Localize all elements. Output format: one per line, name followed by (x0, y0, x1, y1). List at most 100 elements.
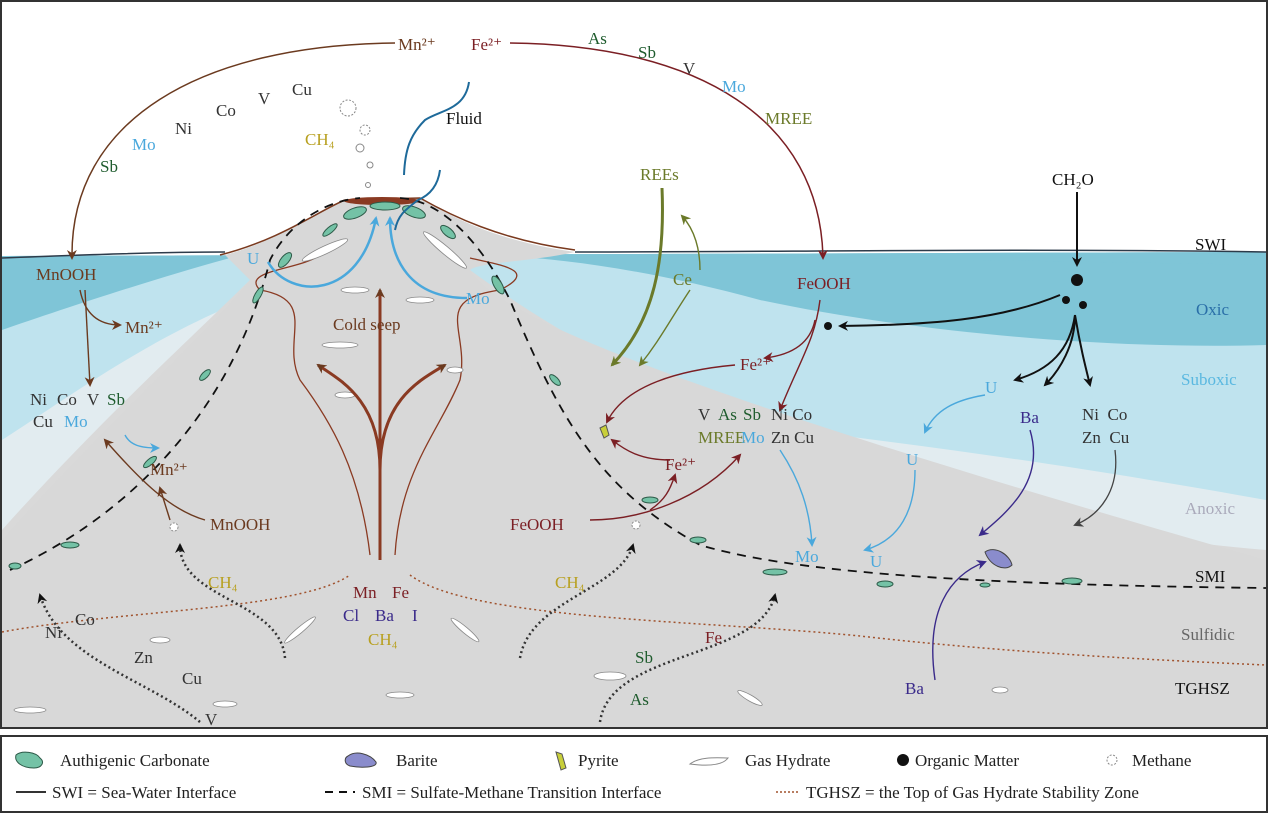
label-ni: Ni (175, 119, 192, 138)
element-label: Co (57, 390, 77, 409)
element-label: Fe (705, 628, 722, 647)
element-label: Zn Cu (771, 428, 814, 447)
legend-pyrite-icon (555, 751, 567, 771)
label-sb: Sb (100, 157, 118, 176)
element-label: FeOOH (510, 515, 564, 534)
legend-methane-icon (1106, 754, 1118, 766)
mn-arc-arrow (66, 42, 396, 260)
zone-smi: SMI (1195, 567, 1226, 586)
gas-hydrate-lenses (13, 231, 1009, 714)
seep-mound (2, 198, 1266, 727)
element-label: MnOOH (210, 515, 270, 534)
label-ch2o: CH₂O (1052, 170, 1094, 189)
element-label: V (205, 710, 218, 729)
element-label: Pyrite (578, 751, 619, 770)
element-label: Mo (741, 428, 765, 447)
swi-line (1, 249, 1267, 259)
element-label: Ni (45, 623, 62, 642)
methane-bubbles (169, 99, 641, 532)
label-mnooh-left: MnOOH (36, 265, 96, 284)
element-label: Methane (1132, 751, 1191, 770)
element-label: Ni Co (1082, 405, 1127, 424)
legend-organic-matter-icon (897, 754, 909, 766)
label-ch4-top: CH₄ (305, 130, 335, 149)
element-label: Zn Cu (1082, 428, 1130, 447)
element-label: Sb (635, 648, 653, 667)
seep-conduit-outline (255, 254, 518, 556)
element-label: Mn²⁺ (150, 460, 188, 479)
element-label: Co (75, 610, 95, 629)
label-mn2-left: Mn²⁺ (125, 318, 163, 337)
element-label: TGHSZ = the Top of Gas Hydrate Stability… (806, 783, 1139, 802)
element-label: Fe²⁺ (665, 455, 696, 474)
vent-crust (344, 197, 420, 205)
element-label: MREE (698, 428, 745, 447)
element-label: V (87, 390, 100, 409)
label-cu: Cu (292, 80, 312, 99)
element-label: Mn (353, 583, 377, 602)
element-label: Fe (392, 583, 409, 602)
element-label: Cl (343, 606, 359, 625)
pyrite-grain (599, 424, 610, 439)
cold-seep-arrows (316, 288, 447, 560)
label-co: Co (216, 101, 236, 120)
tghsz-line (1, 574, 1267, 666)
element-label: Ba (375, 606, 394, 625)
element-label: Gas Hydrate (745, 751, 830, 770)
label-fe2-right: Fe²⁺ (740, 355, 771, 374)
element-label: Ni Co (771, 405, 812, 424)
element-label: Barite (396, 751, 438, 770)
zone-tghsz: TGHSZ (1175, 679, 1230, 698)
element-label: V (698, 405, 711, 424)
element-label: U (870, 552, 882, 571)
legend-gas-hydrate-icon (688, 757, 730, 766)
label-v: V (258, 89, 271, 108)
element-label: As (630, 690, 649, 709)
element-label: SWI = Sea-Water Interface (52, 783, 236, 802)
label-mree: MREE (765, 109, 812, 128)
label-feooh: FeOOH (797, 274, 851, 293)
element-label: As (718, 405, 737, 424)
element-label: Ni (30, 390, 47, 409)
element-label: CH₄ (555, 573, 585, 592)
label-ce: Ce (673, 270, 692, 289)
u-mo-arrows (266, 216, 468, 300)
label-fe2: Fe²⁺ (471, 35, 502, 54)
label-rees: REEs (640, 165, 679, 184)
element-label: Cu (33, 412, 53, 431)
element-label: Cu (182, 669, 202, 688)
barite-nodule (984, 549, 1013, 569)
element-label: Ba (905, 679, 924, 698)
zone-suboxic: Suboxic (1181, 370, 1237, 389)
element-label: CH₄ (208, 573, 238, 592)
label-cold-seep: Cold seep (333, 315, 401, 334)
label-mo-2: Mo (722, 77, 746, 96)
label-as: As (588, 29, 607, 48)
element-label: SMI = Sulfate-Methane Transition Interfa… (362, 783, 661, 802)
element-label: Mo (795, 547, 819, 566)
element-label: I (412, 606, 418, 625)
label-mo: Mo (132, 135, 156, 154)
element-label: U (906, 450, 918, 469)
fluid-flow-lines (394, 81, 470, 231)
methane-migration-arrows (37, 543, 779, 723)
element-label: Mo (64, 412, 88, 431)
label-sb-2: Sb (638, 43, 656, 62)
element-label: Sb (107, 390, 125, 409)
legend-barite-icon (344, 752, 377, 768)
legend: Authigenic Carbonate Barite Pyrite Gas H… (0, 735, 1268, 813)
label-v-2: V (683, 59, 696, 78)
label-mn2: Mn²⁺ (398, 35, 436, 54)
organic-matter-particles (824, 274, 1087, 330)
authigenic-carbonate-nodules (8, 201, 1083, 588)
zone-oxic: Oxic (1196, 300, 1230, 319)
label-fluid: Fluid (446, 109, 482, 128)
fe-arc-arrow (509, 42, 828, 260)
element-label: Authigenic Carbonate (60, 751, 210, 770)
element-label: Organic Matter (915, 751, 1019, 770)
smi-line (9, 197, 1267, 589)
zone-anoxic: Anoxic (1185, 499, 1236, 518)
element-label: Zn (134, 648, 153, 667)
legend-carbonate-icon (15, 751, 43, 769)
